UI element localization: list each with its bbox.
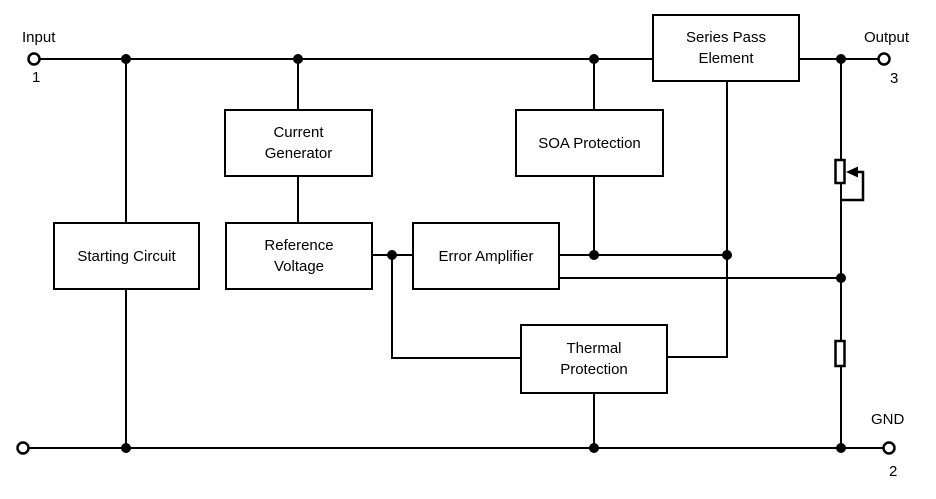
output-terminal: [877, 52, 891, 66]
junction-dot: [121, 54, 131, 64]
output-pin-number: 3: [890, 70, 899, 87]
block-thermal-protection: Thermal Protection: [520, 324, 668, 394]
ground-pin-number: 2: [889, 463, 898, 480]
junction-dot: [722, 250, 732, 260]
junction-dots: [121, 54, 846, 453]
block-label: SOA Protection: [538, 134, 641, 152]
ground-terminal: [882, 441, 896, 455]
junction-dot: [293, 54, 303, 64]
input-pin-number: 1: [32, 69, 41, 86]
wiper-wire: [842, 170, 865, 202]
junction-dot: [589, 443, 599, 453]
junction-dot: [589, 54, 599, 64]
ground-terminal-label: GND: [871, 411, 905, 428]
block-label: Series Pass Element: [685, 29, 767, 67]
block-error-amplifier: Error Amplifier: [412, 222, 560, 290]
block-label: Reference Voltage: [264, 237, 334, 275]
block-starting-circuit: Starting Circuit: [53, 222, 200, 290]
series-pass-drive-wire: [668, 82, 728, 358]
block-label: Thermal Protection: [560, 340, 628, 378]
block-label: Error Amplifier: [438, 247, 534, 265]
thermal-input-wire: [391, 255, 520, 359]
adjustable-resistor-body: [834, 158, 846, 185]
junction-dot: [836, 273, 846, 283]
block-soa-protection: SOA Protection: [515, 109, 664, 177]
junction-dot: [387, 250, 397, 260]
junction-dot: [836, 443, 846, 453]
input-terminal: [27, 52, 41, 66]
lower-resistor-body: [834, 339, 846, 368]
input-terminal-label: Input: [22, 29, 56, 46]
junction-dot: [121, 443, 131, 453]
block-series-pass-element: Series Pass Element: [652, 14, 800, 82]
wiper-arrow-icon: [846, 166, 858, 178]
block-label: Starting Circuit: [77, 247, 176, 265]
junction-dot: [589, 250, 599, 260]
block-label: Current Generator: [264, 124, 333, 162]
block-reference-voltage: Reference Voltage: [225, 222, 373, 290]
output-terminal-label: Output: [864, 29, 910, 46]
block-current-generator: Current Generator: [224, 109, 373, 177]
junction-dot: [836, 54, 846, 64]
bottom-left-terminal: [16, 441, 30, 455]
